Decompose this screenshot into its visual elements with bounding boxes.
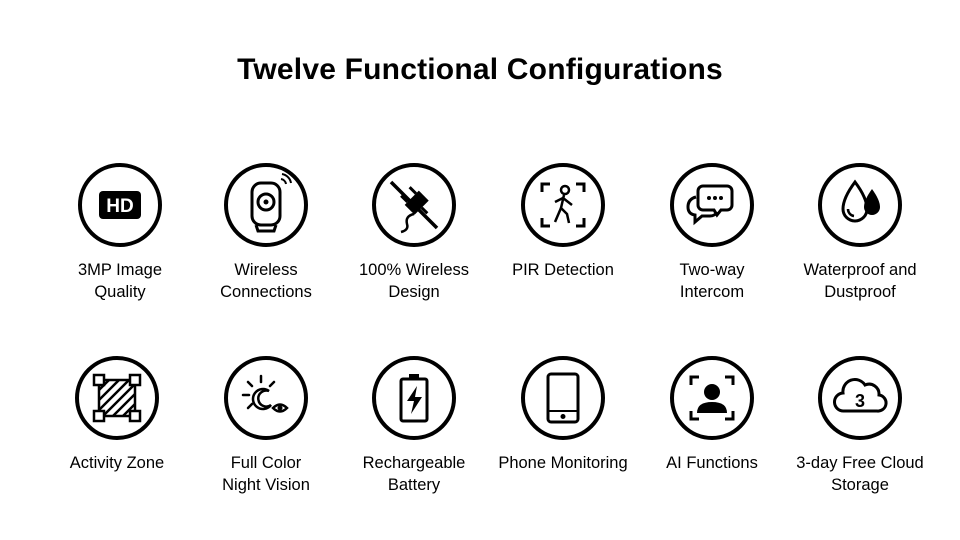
- no-plug-icon: [371, 162, 457, 248]
- feature-label: Wireless: [234, 261, 298, 279]
- feature-activity-zone: Activity Zone: [43, 355, 191, 474]
- motion-detection-icon: [520, 162, 606, 248]
- battery-icon: [371, 355, 457, 441]
- feature-label: Full Color: [230, 454, 302, 472]
- chat-bubbles-icon: [669, 162, 755, 248]
- feature-label: Storage: [831, 476, 889, 494]
- page-title: Twelve Functional Configurations: [237, 53, 723, 86]
- camera-wifi-icon: [223, 162, 309, 248]
- feature-label: Design: [388, 283, 440, 301]
- cloud-storage-icon: 3: [817, 355, 903, 441]
- feature-label: Intercom: [679, 283, 745, 301]
- feature-label: 100% Wireless: [358, 261, 470, 279]
- feature-phone-monitoring: Phone Monitoring: [489, 355, 637, 474]
- feature-label: 3MP Image: [77, 261, 163, 279]
- feature-label: Activity Zone: [69, 454, 165, 472]
- night-vision-icon: [223, 355, 309, 441]
- feature-label: Dustproof: [824, 283, 896, 301]
- activity-zone-icon: [74, 355, 160, 441]
- cloud-days-text: 3: [855, 391, 865, 411]
- feature-label: Waterproof and: [803, 261, 917, 279]
- feature-label: 3-day Free Cloud: [796, 454, 924, 472]
- feature-label: Connections: [220, 283, 312, 301]
- svg-text:HD: HD: [106, 196, 133, 217]
- feature-label: Two-way: [679, 261, 745, 279]
- feature-label: Quality: [94, 283, 146, 301]
- water-drops-icon: [817, 162, 903, 248]
- feature-label: Rechargeable: [362, 454, 466, 472]
- feature-pir-detection: PIR Detection: [489, 162, 637, 281]
- feature-label: Battery: [387, 476, 441, 494]
- phone-icon: [520, 355, 606, 441]
- feature-label: PIR Detection: [512, 261, 614, 279]
- feature-label: Night Vision: [222, 476, 310, 494]
- hd-icon: HD: [77, 162, 163, 248]
- feature-label: AI Functions: [666, 454, 758, 472]
- feature-label: Phone Monitoring: [498, 454, 628, 472]
- face-recognition-icon: [669, 355, 755, 441]
- feature-ai-functions: AI Functions: [638, 355, 786, 474]
